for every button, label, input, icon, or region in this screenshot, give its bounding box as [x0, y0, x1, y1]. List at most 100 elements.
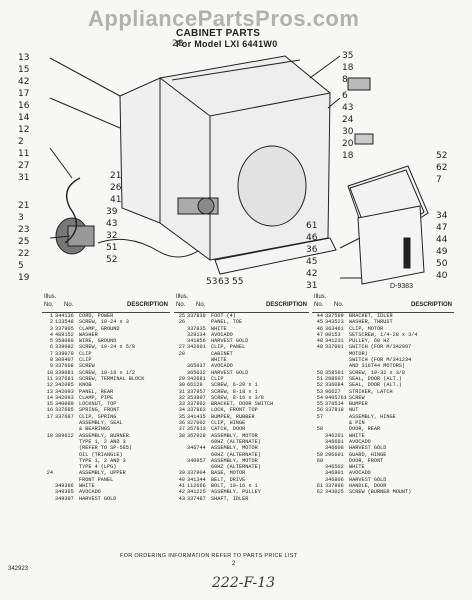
part-number: 337904	[187, 470, 206, 477]
illus-number: 24	[46, 470, 53, 477]
illus-number: 29	[178, 375, 185, 382]
part-number: 341856	[187, 338, 206, 345]
part-description: & BEARINGS	[79, 426, 111, 433]
illus-number: 27	[178, 344, 185, 351]
part-description: SCREW	[349, 394, 365, 401]
part-description: HANDLE, DOOR	[349, 483, 387, 490]
header-no2: No.	[64, 302, 74, 308]
callout: 51	[106, 243, 117, 253]
part-description: SCREW	[79, 363, 95, 370]
illus-number: 15	[46, 401, 53, 408]
callout: 31	[306, 281, 317, 290]
callout: 44	[436, 235, 448, 245]
header-no: No.	[176, 302, 186, 308]
part-number: 9405761	[325, 394, 347, 401]
part-description: CLIP	[79, 357, 92, 364]
illus-number: 11	[46, 375, 53, 382]
parts-row: TYPE 1, 2 AND 3	[42, 458, 170, 464]
part-description: BELT, DRIVE	[211, 476, 246, 483]
illus-number: 37	[178, 426, 185, 433]
part-number: 337863	[187, 407, 206, 414]
part-description: 60HZ (ALTERNATE)	[211, 438, 261, 445]
illus-number: 48	[316, 338, 323, 345]
callout: 7	[436, 175, 442, 185]
part-description: AVOCADO	[79, 489, 101, 496]
callout: 17	[18, 89, 29, 99]
part-number: 339082	[55, 344, 74, 351]
illus-number	[42, 496, 55, 502]
part-description: CLIP, HINGE	[211, 420, 246, 427]
callout: 14	[18, 113, 30, 123]
part-description: HARVEST GOLD	[349, 445, 387, 452]
part-description: MOTOR)	[349, 350, 368, 357]
illus-number: 16	[46, 407, 53, 414]
illus-number: 61	[316, 483, 323, 490]
illus-number: 62	[316, 489, 323, 496]
callout: 34	[436, 211, 448, 221]
part-description: SWITCH (FOR M/341234	[349, 357, 412, 364]
part-description: DOOR, REAR	[349, 426, 381, 433]
header-no: No.	[314, 302, 324, 308]
part-number: 358089	[55, 338, 74, 345]
part-number: 342093	[55, 394, 74, 401]
header-illus: Illus.	[44, 294, 57, 300]
header-desc: DESCRIPTION	[126, 302, 168, 308]
callout: 13	[18, 53, 29, 63]
illus-number: 44	[316, 313, 323, 319]
header-desc: DESCRIPTION	[265, 302, 307, 308]
part-number: 327002	[187, 420, 206, 427]
part-description: CLIP	[79, 350, 92, 357]
illus-number: 30	[178, 382, 185, 389]
handwritten-note: 222-F-13	[212, 575, 276, 591]
part-number: 340089	[55, 401, 74, 408]
part-description: STRIKER, LATCH	[349, 388, 393, 395]
part-description: ASSEMBLY, SEAL	[79, 420, 123, 427]
model-subtitle: For Model LXI 6441W0	[176, 39, 278, 49]
column-header: Illus. No. No. DESCRIPTION	[312, 292, 454, 313]
header-no: No.	[44, 302, 54, 308]
part-description: TYPE 4 (LPG)	[79, 464, 117, 471]
callout: 11	[18, 149, 29, 159]
part-description: ASSEMBLY, HINGE	[349, 413, 396, 420]
part-number: 353807	[187, 394, 206, 401]
watermark: AppliancePartsPros.com	[88, 6, 360, 31]
part-description: LOCK, FRONT TOP	[211, 407, 258, 414]
part-number: 337509	[325, 313, 344, 319]
illus-number: 39	[178, 470, 185, 477]
part-description: SCREW, 10-32 x 3/8	[349, 369, 406, 376]
part-number: 346201	[325, 432, 344, 439]
part-description: (REFER TO SP-585)	[79, 445, 132, 452]
callout: 55	[232, 277, 243, 287]
part-number: 96627	[325, 388, 341, 395]
parts-row: & PIN	[312, 420, 454, 426]
part-description: SCREW, 8-18 x 1	[211, 388, 258, 395]
column-header: Illus. No. No. DESCRIPTION	[174, 292, 309, 313]
illus-number: 45	[316, 319, 323, 326]
part-number: 341344	[187, 476, 206, 483]
header-no2: No.	[334, 302, 344, 308]
page-number: 2	[232, 561, 236, 567]
part-description: SCREW, 10-24 x 3	[79, 319, 129, 326]
callout: 28	[172, 39, 184, 49]
